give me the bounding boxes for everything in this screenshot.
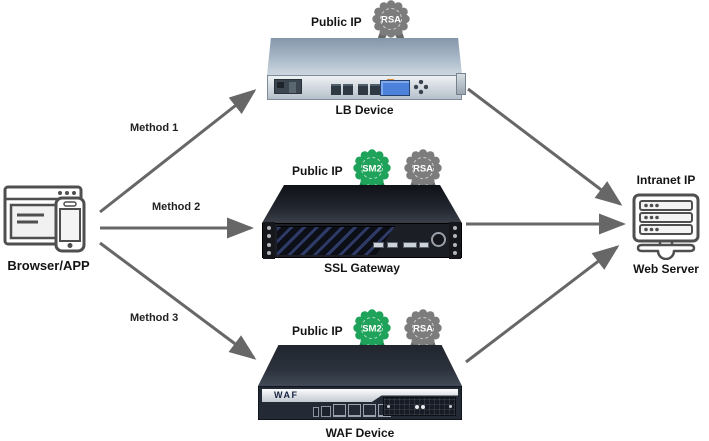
method-1-arrow <box>99 89 257 214</box>
ssl-mounting-ear <box>449 222 461 259</box>
lb-to-server-arrow <box>467 87 623 206</box>
lb-lcd-screen <box>380 80 410 96</box>
phone-icon <box>54 196 86 253</box>
ssl-power-button <box>431 232 446 247</box>
ssl-public-ip-label: Public IP <box>292 164 343 178</box>
web-server-node <box>630 192 704 265</box>
rsa-badge-text: RSA <box>413 164 433 175</box>
waf-public-ip-label: Public IP <box>292 324 343 338</box>
waf-device-label: WAF Device <box>325 426 395 440</box>
ssl-gateway-label: SSL Gateway <box>324 261 400 275</box>
ssl-console-port <box>403 242 417 248</box>
lb-device-image <box>267 38 466 100</box>
sm2-badge: SM2 <box>352 149 391 192</box>
sm2-badge-text: SM2 <box>362 324 382 335</box>
waf-device-top <box>258 345 462 386</box>
browser-app-icon <box>3 185 86 253</box>
browser-app-node <box>2 184 94 261</box>
lb-eth-port <box>343 84 353 95</box>
waf-vent-grille <box>383 397 456 416</box>
ssl-usb-port <box>373 242 384 248</box>
lb-device-top <box>267 38 462 75</box>
method-3-label: Method 3 <box>130 312 179 324</box>
lb-device-label: LB Device <box>335 103 394 117</box>
lb-device-front-panel <box>267 73 466 100</box>
lb-control-buttons <box>414 80 428 95</box>
sm2-badge: SM2 <box>352 309 391 352</box>
ssl-ip-row: Public IP SM2 <box>292 149 445 193</box>
intranet-ip-label: Intranet IP <box>636 173 696 187</box>
rsa-badge-text: RSA <box>413 324 433 335</box>
rsa-badge: RSA <box>403 149 442 192</box>
lb-ip-row: Public IP RSA <box>311 0 413 44</box>
ssl-gateway-top <box>262 185 462 223</box>
browser-app-label: Browser/APP <box>7 258 90 273</box>
waf-ip-row: Public IP SM2 <box>292 309 445 353</box>
waf-to-server-arrow <box>465 245 620 364</box>
lb-eth-port <box>370 84 380 95</box>
method-1-label: Method 1 <box>130 122 179 134</box>
lb-mounting-ear <box>456 73 466 95</box>
web-server-icon <box>632 193 700 261</box>
lb-console-ports <box>274 79 302 94</box>
ssl-gateway-image <box>262 185 462 259</box>
waf-eth-ports <box>313 404 391 417</box>
rsa-badge-text: RSA <box>381 15 401 26</box>
waf-device-image: WAF <box>258 345 462 420</box>
ssl-vent-grille <box>277 226 395 255</box>
sm2-badge-text: SM2 <box>362 164 382 175</box>
lb-eth-port <box>358 84 368 95</box>
rsa-badge: RSA <box>371 0 410 43</box>
ssl-mounting-ear <box>263 222 275 259</box>
method-3-arrow <box>99 241 257 360</box>
ssl-gateway-front-panel <box>262 222 462 259</box>
ssl-port <box>419 242 429 248</box>
lb-public-ip-label: Public IP <box>311 15 362 29</box>
waf-device-front-panel: WAF <box>258 386 462 420</box>
web-server-label: Web Server <box>633 262 699 276</box>
ssl-usb-port <box>387 242 398 248</box>
method-2-label: Method 2 <box>152 201 201 213</box>
rsa-badge: RSA <box>403 309 442 352</box>
lb-eth-port <box>331 84 341 95</box>
